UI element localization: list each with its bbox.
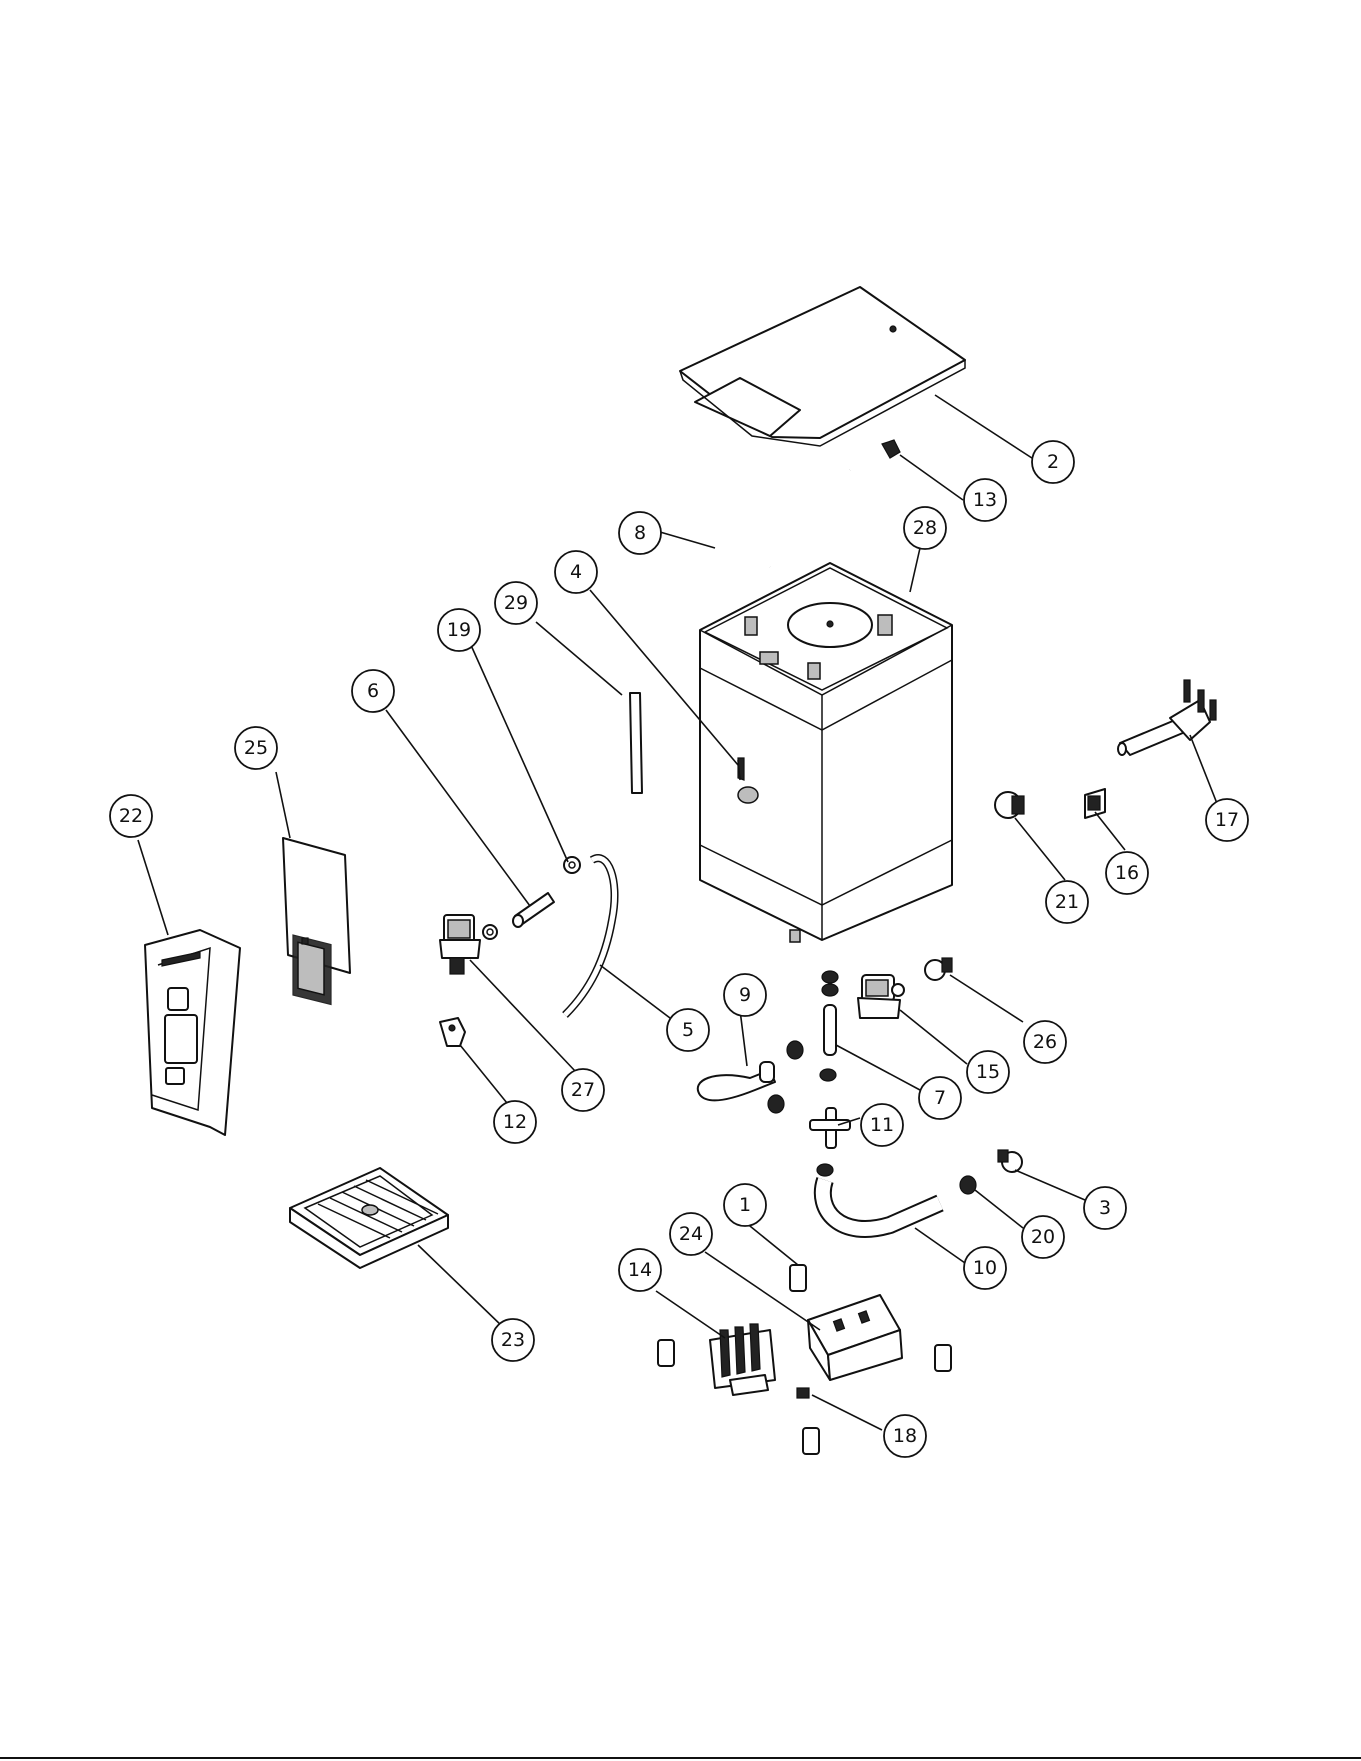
callout-5: 5 xyxy=(667,1009,709,1051)
callout-19: 19 xyxy=(438,609,480,651)
callout-7-label: 7 xyxy=(934,1087,946,1109)
callout-16: 16 xyxy=(1106,852,1148,894)
callout-12: 12 xyxy=(494,1101,536,1143)
callout-6: 6 xyxy=(352,670,394,712)
callout-15-label: 15 xyxy=(976,1061,1000,1083)
part-front-panel-22 xyxy=(145,930,240,1135)
callout-7: 7 xyxy=(919,1077,961,1119)
part-lid xyxy=(680,287,965,446)
callout-10: 10 xyxy=(964,1247,1006,1289)
callout-2-label: 2 xyxy=(1047,451,1059,473)
callouts: 1 2 3 4 5 6 7 8 9 10 11 12 13 14 15 16 1… xyxy=(110,441,1248,1457)
part-tube-10 xyxy=(823,1180,940,1229)
callout-14: 14 xyxy=(619,1249,661,1291)
callout-28: 28 xyxy=(904,507,946,549)
callout-14-label: 14 xyxy=(628,1259,652,1281)
callout-27: 27 xyxy=(562,1069,604,1111)
part-drip-tray-23 xyxy=(290,1168,448,1268)
callout-5-label: 5 xyxy=(682,1019,694,1041)
callout-24: 24 xyxy=(670,1213,712,1255)
part-bracket-24 xyxy=(808,1295,902,1380)
callout-18: 18 xyxy=(884,1415,926,1457)
callout-17-label: 17 xyxy=(1215,809,1239,831)
part-hose-5 xyxy=(565,858,615,1015)
callout-23-label: 23 xyxy=(501,1329,525,1351)
callout-28-label: 28 xyxy=(913,517,937,539)
callout-8-label: 8 xyxy=(634,522,646,544)
part-thermostat-21 xyxy=(995,792,1024,818)
part-board-25 xyxy=(283,838,350,1005)
callout-29-label: 29 xyxy=(504,592,528,614)
callout-25: 25 xyxy=(235,727,277,769)
part-screw-18 xyxy=(797,1388,809,1398)
callout-22-label: 22 xyxy=(119,805,143,827)
callout-11: 11 xyxy=(861,1104,903,1146)
part-tube-8 xyxy=(735,470,850,567)
callout-27-label: 27 xyxy=(571,1079,595,1101)
callout-18-label: 18 xyxy=(893,1425,917,1447)
callout-6-label: 6 xyxy=(367,680,379,702)
part-valve-27 xyxy=(440,915,497,974)
part-valve-15 xyxy=(858,975,904,1018)
callout-13: 13 xyxy=(964,479,1006,521)
callout-17: 17 xyxy=(1206,799,1248,841)
part-cap-12 xyxy=(440,1018,465,1046)
callout-4: 4 xyxy=(555,551,597,593)
part-tube-7 xyxy=(824,1005,836,1055)
part-switch-16 xyxy=(1085,789,1105,818)
callout-1: 1 xyxy=(724,1184,766,1226)
callout-21: 21 xyxy=(1046,881,1088,923)
part-strip-29 xyxy=(630,693,642,793)
part-valve-26 xyxy=(925,958,952,980)
callout-12-label: 12 xyxy=(503,1111,527,1133)
callout-29: 29 xyxy=(495,582,537,624)
part-nut-20 xyxy=(960,1176,976,1194)
callout-1-label: 1 xyxy=(739,1194,751,1216)
part-tee-9 xyxy=(698,1062,775,1100)
callout-26: 26 xyxy=(1024,1021,1066,1063)
part-tube-6 xyxy=(513,893,554,927)
callout-20-label: 20 xyxy=(1031,1226,1055,1248)
callout-15: 15 xyxy=(967,1051,1009,1093)
callout-3-label: 3 xyxy=(1099,1197,1111,1219)
callout-24-label: 24 xyxy=(679,1223,703,1245)
callout-9-label: 9 xyxy=(739,984,751,1006)
callout-3: 3 xyxy=(1084,1187,1126,1229)
callout-11-label: 11 xyxy=(870,1114,894,1136)
callout-10-label: 10 xyxy=(973,1257,997,1279)
callout-25-label: 25 xyxy=(244,737,268,759)
callout-16-label: 16 xyxy=(1115,862,1139,884)
callout-13-label: 13 xyxy=(973,489,997,511)
part-tee-11 xyxy=(810,1108,850,1148)
callout-23: 23 xyxy=(492,1319,534,1361)
part-fitting-13 xyxy=(882,440,900,458)
part-plug-17 xyxy=(1118,680,1216,755)
part-connector-3 xyxy=(998,1150,1022,1172)
part-tank-28 xyxy=(700,563,952,942)
callout-26-label: 26 xyxy=(1033,1031,1057,1053)
callout-2: 2 xyxy=(1032,441,1074,483)
callout-8: 8 xyxy=(619,512,661,554)
callout-9: 9 xyxy=(724,974,766,1016)
callout-4-label: 4 xyxy=(570,561,582,583)
callout-20: 20 xyxy=(1022,1216,1064,1258)
callout-22: 22 xyxy=(110,795,152,837)
callout-19-label: 19 xyxy=(447,619,471,641)
callout-21-label: 21 xyxy=(1055,891,1079,913)
